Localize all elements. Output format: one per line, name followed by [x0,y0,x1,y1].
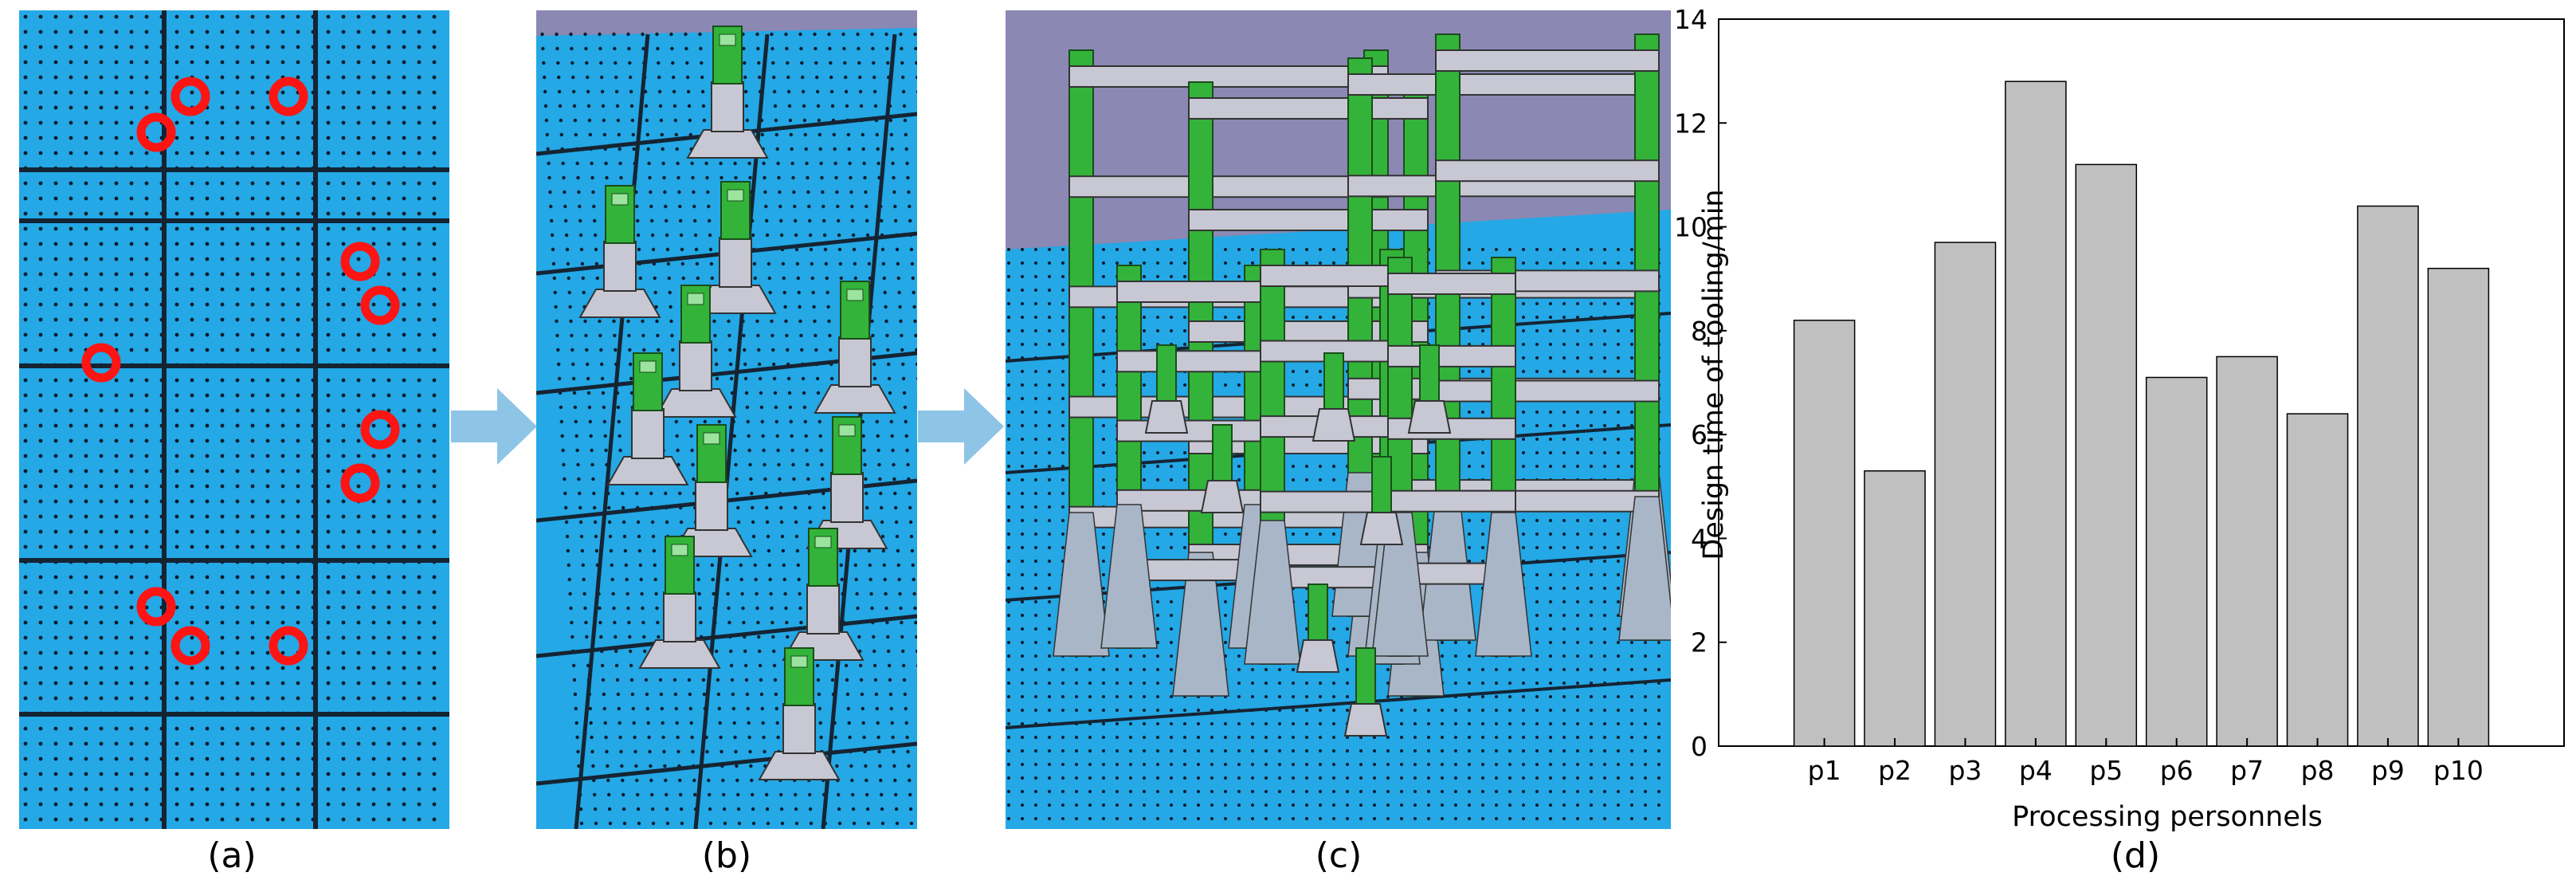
caption-d: (d) [2110,835,2161,876]
bar-p9 [2357,205,2419,747]
caption-a: (a) [207,835,257,876]
fixture-post [606,352,689,485]
grid-lines [19,10,449,829]
fixture-post [1144,344,1189,434]
fixture-post [1312,352,1356,442]
x-tick-label: p10 [2433,755,2484,786]
bar-p10 [2427,267,2490,747]
bar-p6 [2145,376,2208,747]
arrow-right-icon [451,388,537,465]
fixture-post [814,281,896,414]
chart-axes-box [1718,18,2565,747]
locator-marker-icon [360,285,400,325]
fixture-post [670,424,753,557]
fixture-post [1359,456,1404,545]
panel-b-svg [536,10,917,829]
y-tick-label: 14 [1674,4,1708,35]
chart-x-ticks: p1 p2 p3 p4 p5 p6 p7 p8 p9 p10 [1808,738,2484,786]
y-tick-label: 4 [1691,523,1708,554]
tooling-frame [1419,33,1671,641]
locator-marker-icon [81,343,121,383]
tooling-frame [1371,257,1532,657]
fixture-post [654,285,737,418]
fixture-post [686,26,769,159]
x-tick-label: p1 [1808,755,1841,786]
locator-marker-icon [360,410,400,450]
table-surface [19,10,449,829]
panel-c-assembled-tooling [1006,10,1671,829]
x-tick-label: p8 [2301,755,2335,786]
fixture-post [694,181,777,314]
fixture-posts [578,26,896,780]
y-tick-label: 2 [1691,627,1708,658]
x-tick-label: p6 [2160,755,2194,786]
bar-p4 [2005,81,2067,747]
panel-a-table-top-view [19,10,449,829]
fixture-post [1296,583,1340,673]
fixture-post [638,536,721,669]
background-sky [536,10,917,36]
fixture-post [1200,424,1245,513]
locator-marker-icon [340,463,380,503]
caption-b: (b) [701,835,752,876]
locator-marker-icon [269,626,308,666]
bar-p5 [2075,163,2138,747]
bar-p1 [1793,320,1856,747]
locator-marker-icon [171,626,210,666]
chart-y-axis-label: Design time of tooling/min [1698,189,1730,560]
bar-p8 [2286,413,2349,747]
panel-a-svg [19,10,449,829]
arrow-right-icon [918,388,1004,465]
x-tick-label: p5 [2089,755,2123,786]
x-tick-label: p3 [1948,755,1982,786]
x-tick-label: p4 [2019,755,2053,786]
bar-p3 [1934,242,1997,747]
fixture-post [758,647,841,780]
bar-p7 [2216,356,2278,747]
y-tick-label: 10 [1674,212,1708,243]
panel-b-fixture-posts [536,10,917,829]
locator-marker-icon [269,77,308,116]
x-tick-label: p9 [2371,755,2405,786]
chart-bars [1793,81,2490,747]
x-tick-label: p2 [1878,755,1911,786]
caption-c: (c) [1315,835,1362,876]
y-tick-label: 0 [1691,731,1708,762]
x-tick-label: p7 [2230,755,2264,786]
y-tick-label: 8 [1691,316,1708,347]
locator-marker-icon [171,77,210,116]
locator-marker-icon [136,112,176,152]
locator-marker-icon [136,587,176,627]
fixture-post [1343,647,1388,737]
chart-plot-area [1718,18,2565,747]
fixture-post [1407,344,1452,434]
fixture-post [578,185,661,318]
marker-rings [81,77,400,666]
bar-chart: 0 2 4 6 8 10 12 14 p1 p2 p3 p4 p5 p6 p7 p8 p9 p10 Design… [1674,4,2565,833]
panel-c-svg [1006,10,1671,829]
bar-p2 [1864,470,1926,747]
y-tick-label: 12 [1674,108,1708,139]
locator-marker-icon [340,242,380,281]
y-tick-label: 6 [1691,419,1708,450]
chart-y-ticks: 0 2 4 6 8 10 12 14 [1674,4,1727,762]
tooling-frames [1053,33,1671,737]
chart-x-axis-label: Processing personnels [2012,801,2323,833]
